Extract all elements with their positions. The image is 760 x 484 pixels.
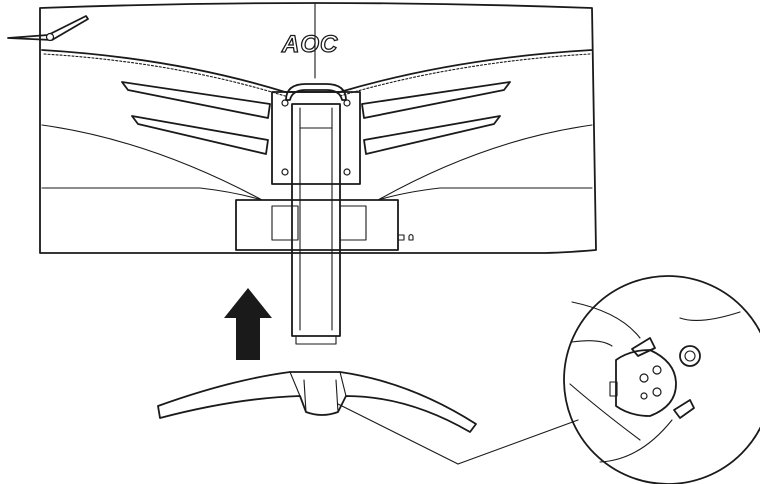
brand-logo-text: AOC xyxy=(281,31,338,58)
leader-line-2 xyxy=(457,419,579,465)
rear-port-right xyxy=(339,205,367,241)
stand-base xyxy=(157,371,477,433)
detail-tab-top xyxy=(631,337,656,357)
stand-neck-body xyxy=(291,103,341,337)
vesa-plate xyxy=(271,91,361,185)
vesa-mount-plate xyxy=(271,91,361,185)
rear-lower-line-left xyxy=(41,187,263,201)
monitor-outline xyxy=(39,2,597,254)
leader-line-1 xyxy=(337,403,459,465)
headphone-hook-pivot xyxy=(45,32,55,42)
headphone-hook-icon xyxy=(397,234,405,241)
vent-lower-left xyxy=(131,115,269,155)
stand-base-outline xyxy=(157,371,477,433)
detail-knob-inner xyxy=(684,350,696,362)
detail-screw-2 xyxy=(652,365,662,375)
vent-upper-left xyxy=(121,81,271,119)
vent-lower-right xyxy=(363,115,501,155)
detail-contours xyxy=(569,301,741,463)
stand-base-center-post xyxy=(289,371,347,413)
rear-io-pod xyxy=(235,199,399,251)
stand-handle xyxy=(285,83,347,101)
rear-body-contour xyxy=(41,124,593,201)
stand-neck-foot xyxy=(295,335,337,345)
vesa-screw-4 xyxy=(343,168,351,176)
detail-tab-bottom xyxy=(673,399,695,419)
lock-icon xyxy=(408,233,414,241)
vesa-screw-3 xyxy=(281,168,289,176)
detail-mount-plate xyxy=(615,349,677,417)
detail-screw-3 xyxy=(652,387,662,397)
rear-vents xyxy=(121,81,511,155)
magnifier-circle xyxy=(563,275,760,484)
vent-upper-right xyxy=(361,81,511,119)
magnified-mount-detail xyxy=(337,275,760,484)
up-arrow-shape xyxy=(224,288,272,360)
detail-screw-4 xyxy=(640,392,648,400)
brand-logo: AOC xyxy=(280,30,338,58)
detail-knob-outer xyxy=(679,345,701,367)
vesa-screw-2 xyxy=(343,99,351,107)
detail-screw-1 xyxy=(639,373,649,383)
vesa-stand-neck xyxy=(285,83,347,345)
headphone-hook xyxy=(7,15,89,42)
vesa-screw-1 xyxy=(281,99,289,107)
up-arrow-icon xyxy=(224,288,272,360)
detail-slot xyxy=(609,381,618,397)
rear-lower-line-right xyxy=(377,187,593,201)
rear-panel-seam-texture xyxy=(43,53,591,97)
headphone-hook-arm xyxy=(7,15,89,41)
rear-port-left xyxy=(271,205,299,241)
